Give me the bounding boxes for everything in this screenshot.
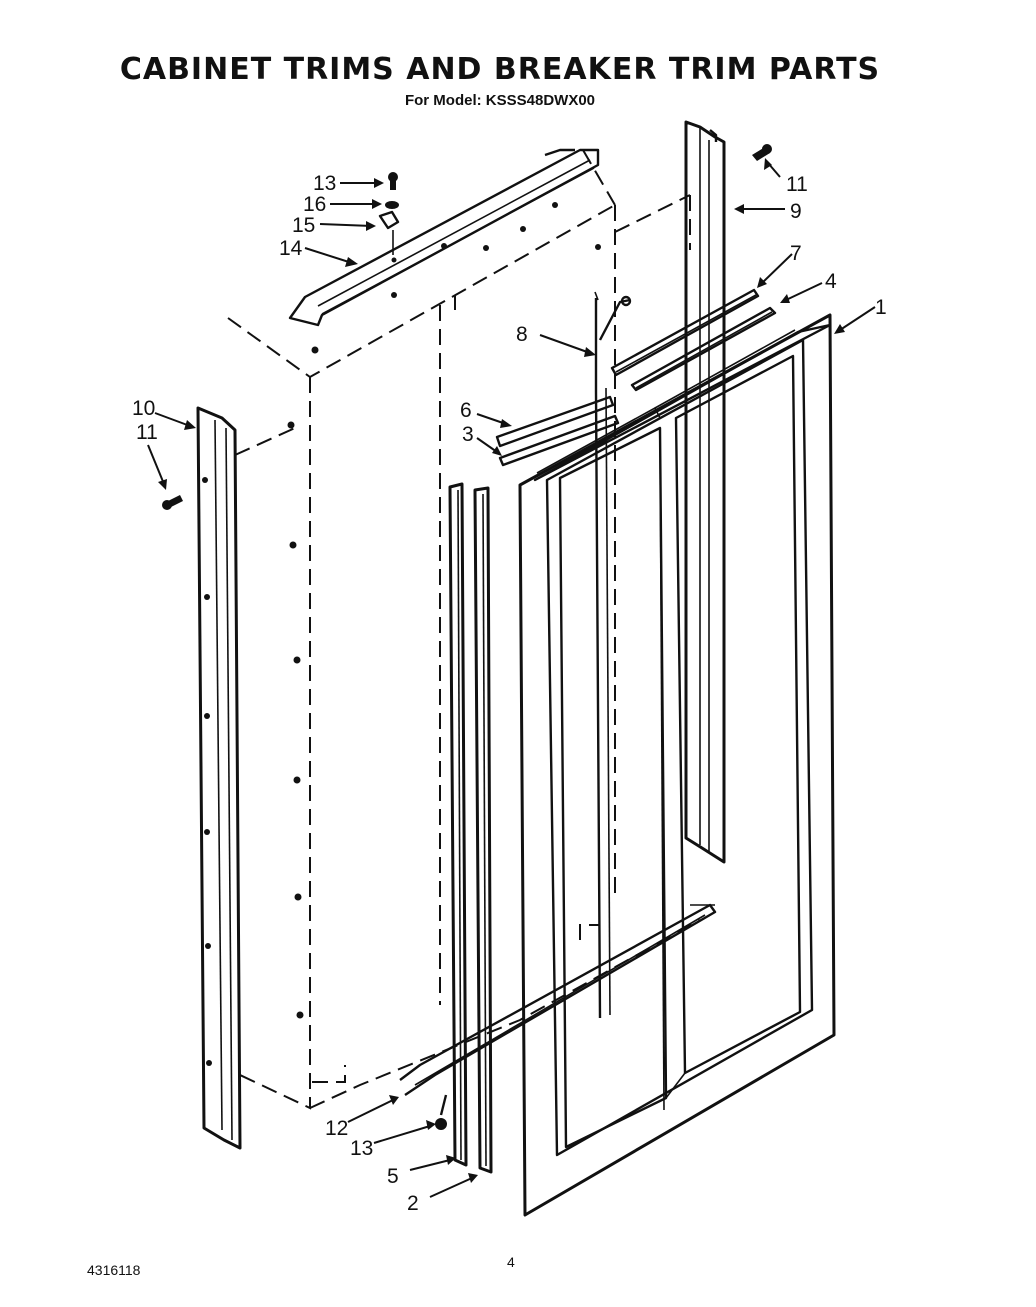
callout-13-bottom: 13: [350, 1137, 373, 1160]
part-6-strip: [495, 395, 615, 448]
callout-1: 1: [875, 296, 887, 319]
callout-labels: 13 16 15 14 11 9 7 4 1 8 6 3 10 11 12 13…: [132, 172, 887, 1215]
callout-16: 16: [303, 193, 326, 216]
document-number: 4316118: [87, 1262, 141, 1278]
callout-12: 12: [325, 1117, 348, 1140]
callout-10: 10: [132, 397, 155, 420]
screw-13-bottom: [435, 1094, 448, 1130]
page-number: 4: [507, 1254, 515, 1270]
cabinet-outline: [227, 149, 701, 1110]
callout-4: 4: [825, 270, 837, 293]
part-9-vertical-post: [684, 120, 726, 864]
part-8-heater-wire: [594, 291, 632, 1019]
callout-3: 3: [462, 423, 474, 446]
part-5-vertical-trim: [448, 482, 468, 1167]
callout-11-left: 11: [136, 421, 158, 444]
callout-8: 8: [516, 323, 528, 346]
part-3-strip: [498, 414, 620, 467]
callout-15: 15: [292, 214, 315, 237]
callout-2: 2: [407, 1192, 419, 1215]
model-subtitle: For Model: KSSS48DWX00: [404, 92, 596, 109]
part-10-left-trim: [196, 406, 242, 1150]
callout-9: 9: [790, 200, 802, 223]
callout-7: 7: [790, 242, 802, 265]
callout-13-top: 13: [313, 172, 336, 195]
part-14-top-rail: [288, 148, 600, 327]
bottom-rail: [399, 903, 717, 1096]
callout-11-top: 11: [786, 173, 808, 196]
callout-14: 14: [279, 237, 303, 260]
callout-6: 6: [460, 399, 472, 422]
part-2-vertical-trim: [473, 486, 493, 1174]
part-7-strip: [610, 288, 760, 377]
part-1-breaker-frame: [518, 313, 836, 1217]
callout-5: 5: [387, 1165, 399, 1188]
fastener-stack: [378, 172, 400, 263]
cabinet-holes: [287, 202, 601, 1019]
screw-11-top: [752, 144, 772, 161]
leader-arrows: [147, 158, 876, 1198]
part-4-strip: [630, 306, 777, 392]
screw-11-left: [162, 495, 183, 510]
page-title: CABINET TRIMS AND BREAKER TRIM PARTS: [119, 52, 881, 87]
